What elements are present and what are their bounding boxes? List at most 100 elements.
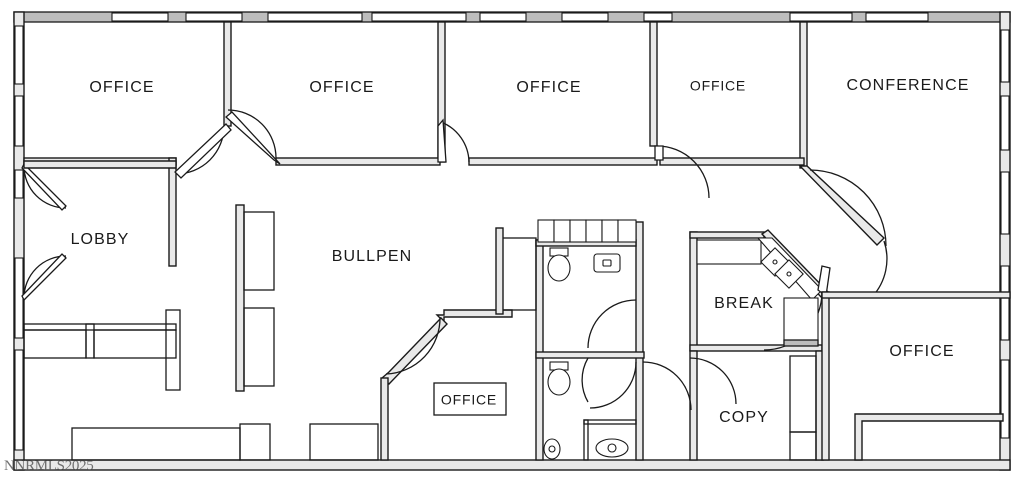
door-arc-conference-2 (809, 169, 887, 247)
sink-drain-left (772, 259, 778, 265)
closet-outline (499, 237, 537, 311)
room-label-box-office-bullpen (433, 382, 507, 416)
cubicle-panel-1 (243, 211, 275, 291)
partition-ws-left-1 (23, 323, 177, 331)
window-2 (185, 12, 243, 22)
desk-block-2 (309, 423, 379, 461)
wall-stall-front (583, 419, 637, 425)
door-arc-copy-2 (642, 361, 692, 411)
window-left-2 (14, 95, 24, 147)
window-left-3 (14, 169, 24, 199)
storage-cell-4 (585, 219, 603, 243)
restroom-group (535, 219, 645, 461)
window-right-1 (1000, 29, 1010, 83)
storage-cell-6 (617, 219, 637, 243)
room-label-office-3: OFFICE (516, 79, 581, 96)
room-label-office-2: OFFICE (309, 79, 374, 96)
mls-watermark: NNRMLS2025 (4, 458, 94, 474)
storage-row-group (537, 219, 637, 243)
wall-restroom-left (535, 239, 544, 461)
office-lower-right-group (821, 291, 1011, 461)
partition-ws-bottom-left (71, 427, 241, 461)
room-label-office-4: OFFICE (690, 78, 746, 94)
office-row-partitions (23, 21, 888, 298)
window-9 (865, 12, 929, 22)
desk-block-1 (239, 423, 271, 461)
room-label-conference: CONFERENCE (846, 77, 969, 94)
wall-office2-bottom (275, 157, 441, 166)
sink-drain-right (786, 271, 792, 277)
door-arc-office3 (440, 121, 470, 163)
cubicle-panel-2 (243, 307, 275, 387)
wall-bullpen-office-left (380, 377, 389, 461)
door-arc-restroom-2a (581, 357, 589, 403)
sink-basin-1 (602, 259, 612, 267)
window-1 (111, 12, 169, 22)
wall-conference-angled (798, 165, 886, 246)
window-8 (789, 12, 853, 22)
appliance-base (783, 339, 819, 347)
partition-office3-office4 (649, 21, 658, 147)
window-right-2 (1000, 95, 1010, 151)
door-leaf-office4 (654, 145, 664, 161)
sink-double-basin-group (760, 247, 804, 289)
window-right-5 (1000, 359, 1010, 439)
window-3 (267, 12, 363, 22)
window-left-4 (14, 257, 24, 339)
window-right-4 (1000, 265, 1010, 341)
door-leaf-office1 (174, 123, 232, 179)
room-label-copy: COPY (719, 409, 769, 426)
door-arc-copy-1 (689, 357, 737, 405)
shelf-copy-1 (789, 355, 817, 433)
wall-restroom-right (635, 221, 644, 461)
room-label-office-bullpen: OFFICE (441, 392, 497, 408)
storage-cell-5 (601, 219, 619, 243)
door-leaf-office3 (437, 118, 447, 163)
break-copy-group (642, 229, 831, 461)
wall-office3-bottom (468, 157, 658, 166)
lobby-group (23, 160, 241, 461)
bullpen-office-group (380, 309, 513, 461)
window-7 (643, 12, 673, 22)
oval-sink-basin (607, 443, 617, 453)
door-arc-conference (871, 240, 888, 298)
toilet-bowl-1 (547, 254, 571, 282)
partition-ws-left-2 (23, 329, 87, 359)
partition-office4-conference (799, 21, 808, 169)
wall-break-left (689, 231, 698, 351)
wall-restroom-divider (535, 351, 645, 359)
floor-drain-center (548, 445, 556, 453)
entry-door-arc-lower (23, 255, 67, 299)
partition-ws-left-vertical (165, 309, 181, 391)
wall-copy-left (689, 350, 698, 461)
wall-office4-bottom (659, 157, 805, 166)
entry-door-leaf-upper (21, 162, 67, 211)
wall-stall-partition (583, 419, 589, 461)
wall-office5-bottom-step (854, 413, 1004, 461)
shelf-copy-2 (789, 431, 817, 461)
wall-break-top (689, 231, 765, 239)
room-labels-group: OFFICE OFFICE OFFICE OFFICE CONFERENCE L… (71, 77, 969, 426)
window-5 (479, 12, 527, 22)
window-6 (561, 12, 609, 22)
window-left-1 (14, 25, 24, 85)
partition-ws-left-post (85, 323, 95, 359)
closet-group (495, 227, 537, 315)
door-arc-bullpen-office (385, 316, 441, 375)
window-4 (371, 12, 467, 22)
wall-lobby-top (23, 160, 177, 169)
room-label-office-1: OFFICE (89, 79, 154, 96)
room-label-bullpen: BULLPEN (332, 248, 413, 265)
storage-cell-1 (537, 219, 555, 243)
storage-cell-2 (553, 219, 571, 243)
room-label-lobby: LOBBY (71, 231, 130, 248)
wall-closet-left (495, 227, 504, 315)
wall-office5-left (821, 291, 830, 461)
door-arc-office2 (227, 109, 277, 159)
partition-ws-left-3 (93, 329, 177, 359)
room-label-break: BREAK (714, 295, 774, 312)
entry-door-arc-upper (23, 165, 67, 209)
storage-cell-3 (569, 219, 587, 243)
